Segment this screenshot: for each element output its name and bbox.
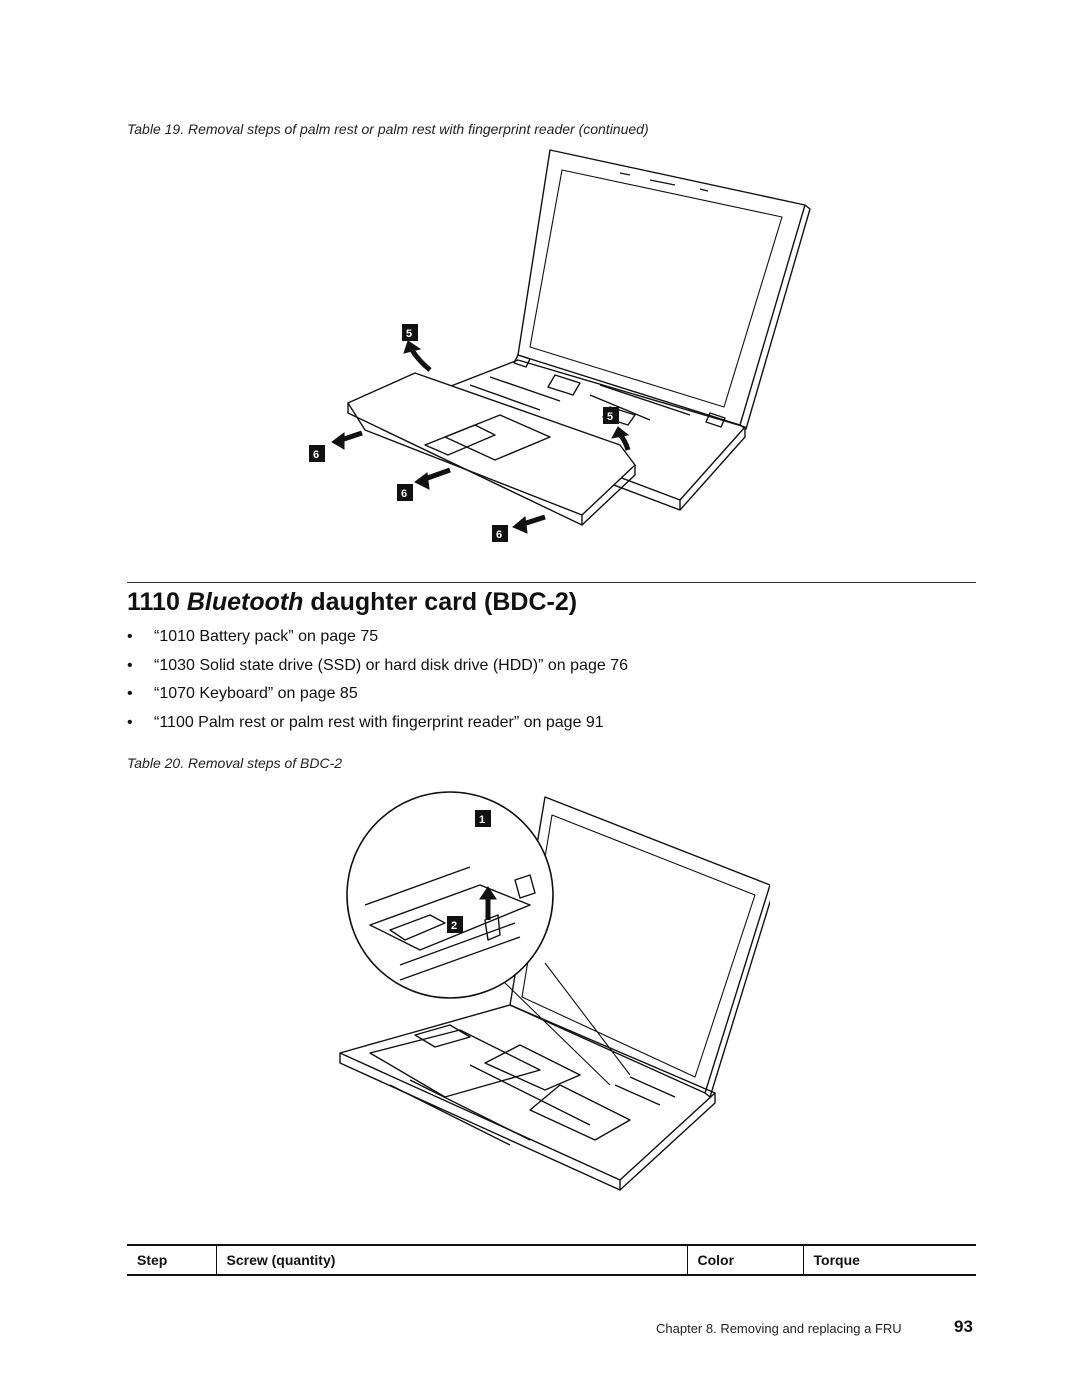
table-20-caption: Table 20. Removal steps of BDC-2 <box>127 755 343 771</box>
svg-text:5: 5 <box>607 411 613 423</box>
svg-text:6: 6 <box>401 488 407 500</box>
footer-chapter: Chapter 8. Removing and replacing a FRU <box>656 1321 902 1336</box>
prerequisite-list: “1010 Battery pack” on page 75 “1030 Sol… <box>127 626 628 741</box>
header-torque: Torque <box>802 1244 976 1276</box>
header-step: Step <box>127 1244 216 1276</box>
callout-6-bottom: 6 <box>492 525 508 542</box>
section-number: 1110 <box>127 588 180 616</box>
page-number: 93 <box>954 1317 973 1336</box>
section-divider <box>127 582 976 583</box>
svg-text:5: 5 <box>406 328 412 340</box>
callout-6-left: 6 <box>309 445 325 462</box>
prerequisite-link[interactable]: “1030 Solid state drive (SSD) or hard di… <box>127 655 628 684</box>
prerequisite-link[interactable]: “1010 Battery pack” on page 75 <box>127 626 628 655</box>
bdc2-removal-illustration: 1 2 <box>339 791 770 1191</box>
svg-text:1: 1 <box>479 814 485 826</box>
section-heading: 1110 Bluetooth daughter card (BDC-2) <box>127 588 577 617</box>
header-screw-quantity: Screw (quantity) <box>215 1244 687 1276</box>
section-title-italic: Bluetooth <box>186 588 304 616</box>
svg-text:2: 2 <box>451 920 457 932</box>
callout-6-middle: 6 <box>397 484 413 501</box>
callout-2: 2 <box>447 916 463 933</box>
callout-1: 1 <box>475 810 491 827</box>
header-color: Color <box>686 1244 803 1276</box>
svg-text:6: 6 <box>496 529 502 541</box>
prerequisite-link[interactable]: “1100 Palm rest or palm rest with finger… <box>127 712 628 741</box>
callout-5-left: 5 <box>402 324 418 341</box>
table-19-caption: Table 19. Removal steps of palm rest or … <box>127 121 649 137</box>
palm-rest-removal-illustration: 5 5 6 6 6 <box>309 149 811 542</box>
section-title-rest: daughter card (BDC-2) <box>310 588 578 616</box>
screw-table: Step Screw (quantity) Color Torque <box>127 1244 976 1276</box>
callout-5-right: 5 <box>603 407 619 424</box>
screw-table-header-row: Step Screw (quantity) Color Torque <box>127 1244 976 1276</box>
prerequisite-link[interactable]: “1070 Keyboard” on page 85 <box>127 683 628 712</box>
svg-text:6: 6 <box>313 449 319 461</box>
